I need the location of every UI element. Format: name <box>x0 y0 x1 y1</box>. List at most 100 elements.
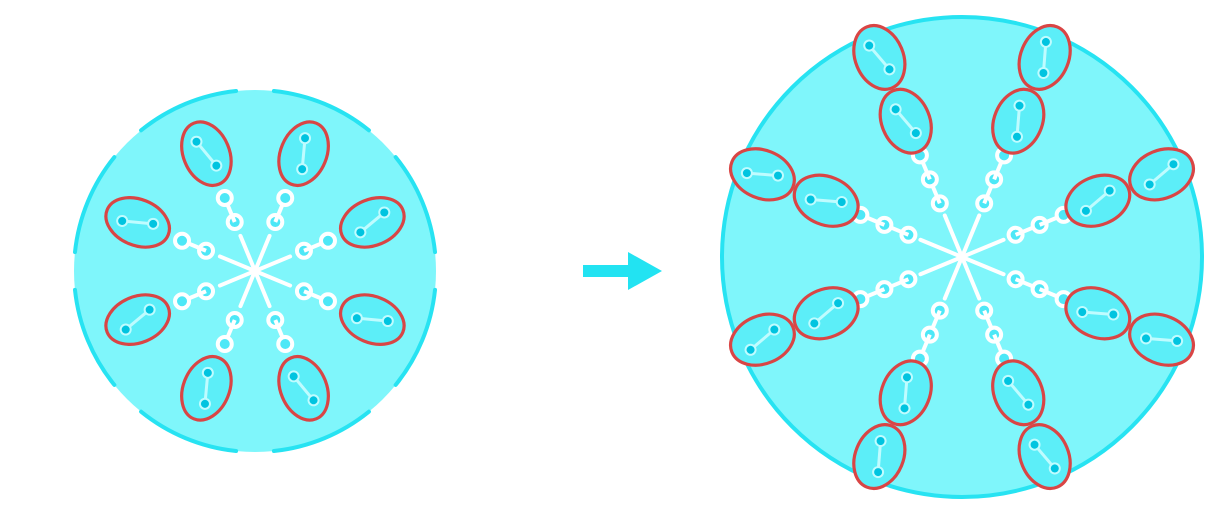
arm-spoke <box>960 255 982 301</box>
tip-capsule <box>1017 24 1072 91</box>
capsule-dot <box>909 127 922 140</box>
arm <box>180 120 257 273</box>
capsule-dot <box>889 103 902 116</box>
tip-capsule <box>878 359 933 427</box>
arm-bead <box>318 292 337 311</box>
arm-spoke <box>253 254 293 273</box>
tip-capsule <box>277 120 330 188</box>
tip-capsule <box>792 173 860 228</box>
capsule-dot <box>874 435 887 448</box>
capsule-dot <box>378 206 391 219</box>
vessel-rim-segment <box>72 155 117 255</box>
capsule-dot <box>198 397 211 410</box>
capsule-dot <box>744 343 757 356</box>
capsule-dot <box>740 167 753 180</box>
capsule-dot <box>771 169 784 182</box>
arm <box>104 269 257 346</box>
tip-capsule <box>852 24 907 91</box>
vessel-rim-segment <box>139 409 239 454</box>
arm-spoke <box>960 255 1006 277</box>
vessel-rim-segment <box>139 88 239 133</box>
right-arrow-icon <box>628 252 662 290</box>
arm <box>960 255 1072 490</box>
arm <box>960 255 1195 367</box>
arm-bead <box>276 189 295 208</box>
left-structure <box>72 88 438 454</box>
arm <box>253 269 406 346</box>
arm-spoke <box>253 269 272 309</box>
capsule-dot <box>116 214 129 227</box>
arm-spoke <box>942 255 964 301</box>
capsule-dot <box>354 226 367 239</box>
capsule-dot <box>307 394 320 407</box>
arm-bead <box>215 334 234 353</box>
tip-capsule <box>180 120 233 188</box>
arm-spoke <box>960 213 982 259</box>
tip-capsule <box>338 196 406 249</box>
arm <box>729 255 964 367</box>
tip-capsule <box>1017 423 1072 490</box>
capsule-dot <box>883 63 896 76</box>
capsule-dot <box>1002 374 1015 387</box>
tip-capsule <box>1128 312 1195 367</box>
capsule-dot <box>832 297 845 310</box>
tip-capsule <box>1128 147 1195 202</box>
capsule-dot <box>804 193 817 206</box>
tip-capsule <box>180 354 233 422</box>
arm-spoke <box>253 233 272 273</box>
capsule-dot <box>287 370 300 383</box>
capsule-dot <box>768 323 781 336</box>
capsule-dot <box>863 39 876 52</box>
capsule-dot <box>210 159 223 172</box>
arm <box>960 24 1072 259</box>
capsule-dot <box>1167 158 1180 171</box>
arm-bead <box>173 231 192 250</box>
arm-bead <box>173 292 192 311</box>
vessel-rim-segment <box>271 409 371 454</box>
tip-capsule <box>729 147 796 202</box>
tip-capsule <box>878 87 933 155</box>
tip-capsule <box>991 87 1046 155</box>
capsule-dot <box>1140 332 1153 345</box>
arm-spoke <box>942 213 964 259</box>
arm-spoke <box>918 255 964 277</box>
capsule-dot <box>1037 66 1050 79</box>
arm <box>253 120 330 273</box>
capsule-dot <box>299 132 312 145</box>
capsule-dot <box>1048 462 1061 475</box>
tip-capsule <box>852 423 907 490</box>
arm-spoke <box>253 269 293 288</box>
arm-spoke <box>217 254 257 273</box>
capsule-dot <box>190 135 203 148</box>
tip-capsule <box>338 293 406 346</box>
capsule-dot <box>1103 184 1116 197</box>
tip-capsule <box>792 286 860 341</box>
expansion-arrow <box>583 252 662 290</box>
capsule-dot <box>1107 308 1120 321</box>
capsule-dot <box>1171 334 1184 347</box>
hub <box>957 252 967 262</box>
capsule-dot <box>1013 99 1026 112</box>
capsule-dot <box>296 163 309 176</box>
capsule-dot <box>1079 204 1092 217</box>
capsule-dot <box>147 217 160 230</box>
capsule-dot <box>350 312 363 325</box>
arm-spoke <box>238 233 257 273</box>
vessel-outline <box>720 15 1204 499</box>
tip-capsule <box>1064 286 1132 341</box>
tip-capsule <box>991 359 1046 427</box>
arm <box>180 269 257 422</box>
arm-spoke <box>918 237 964 259</box>
arm-bead <box>276 334 295 353</box>
capsule-dot <box>381 315 394 328</box>
capsule-dot <box>143 303 156 316</box>
capsule-dot <box>1039 35 1052 48</box>
arrow-shaft <box>583 265 633 277</box>
arm <box>852 255 964 490</box>
arm <box>253 196 406 273</box>
vessel-rim-segment <box>393 155 438 255</box>
arm-bead <box>318 231 337 250</box>
arm <box>960 147 1195 259</box>
capsule-dot <box>119 323 132 336</box>
